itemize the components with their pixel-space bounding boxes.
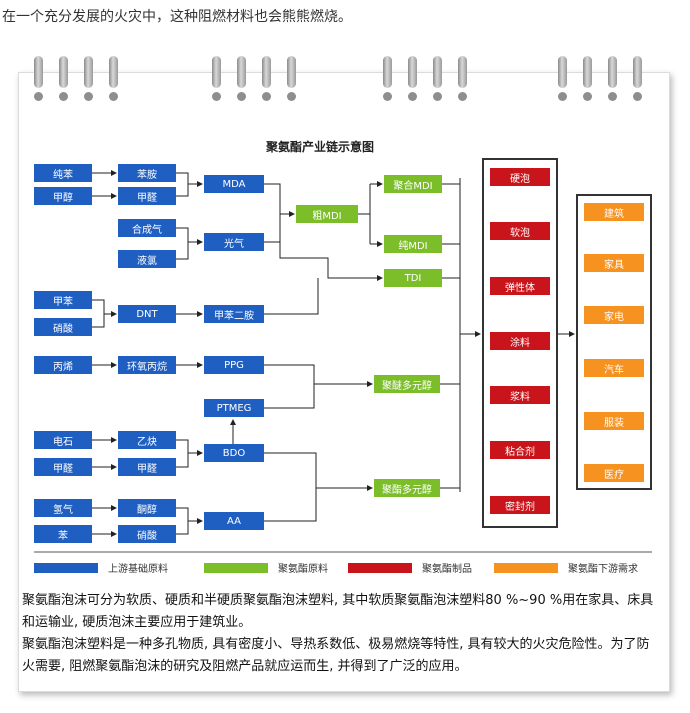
demand-column bbox=[576, 194, 652, 490]
raw-node: 硝酸 bbox=[118, 525, 176, 543]
diagram-title: 聚氨酯产业链示意图 bbox=[266, 140, 375, 154]
binding-ring-icon bbox=[109, 56, 118, 101]
material-node: 粗MDI bbox=[296, 205, 358, 223]
material-node: 聚酯多元醇 bbox=[374, 479, 440, 497]
paragraph: 聚氨酯泡沫塑料是一种多孔物质, 具有密度小、导热系数低、极易燃烧等特性, 具有较… bbox=[22, 637, 650, 674]
binding-ring-icon bbox=[237, 56, 246, 101]
demand-node: 建筑 bbox=[584, 203, 644, 221]
product-node: 粘合剂 bbox=[490, 441, 550, 459]
legend-label: 聚氨酯原料 bbox=[278, 564, 328, 575]
raw-node: 电石 bbox=[34, 431, 92, 449]
raw-node: DNT bbox=[118, 305, 176, 323]
binding-ring-icon bbox=[212, 56, 221, 101]
mid-node: BDO bbox=[204, 444, 264, 462]
legend-label: 上游基础原料 bbox=[108, 564, 168, 575]
raw-node: 甲醛 bbox=[118, 187, 176, 205]
mid-node: PTMEG bbox=[204, 399, 264, 417]
spiral-binding bbox=[0, 56, 690, 116]
material-node: 聚醚多元醇 bbox=[374, 375, 440, 393]
legend-swatch bbox=[204, 562, 268, 573]
binding-ring-icon bbox=[408, 56, 417, 101]
legend-label: 聚氨酯下游需求 bbox=[568, 564, 638, 575]
raw-node: 苯 bbox=[34, 525, 92, 543]
raw-node: 液氯 bbox=[118, 250, 176, 268]
legend-product: 聚氨酯制品 bbox=[348, 560, 472, 575]
paragraph: 聚氨酯泡沫可分为软质、硬质和半硬质聚氨酯泡沫塑料, 其中软质聚氨酯泡沫塑料80 … bbox=[22, 593, 654, 630]
binding-ring-icon bbox=[608, 56, 617, 101]
binding-ring-icon bbox=[558, 56, 567, 101]
raw-node: 氢气 bbox=[34, 499, 92, 517]
legend-material: 聚氨酯原料 bbox=[204, 560, 328, 575]
product-node: 密封剂 bbox=[490, 496, 550, 514]
mid-node: MDA bbox=[204, 175, 264, 193]
products-column bbox=[482, 158, 558, 528]
product-node: 弹性体 bbox=[490, 277, 550, 295]
body-text: 聚氨酯泡沫可分为软质、硬质和半硬质聚氨酯泡沫塑料, 其中软质聚氨酯泡沫塑料80 … bbox=[22, 590, 662, 678]
legend-swatch bbox=[34, 562, 98, 573]
product-node: 浆料 bbox=[490, 386, 550, 404]
demand-node: 家具 bbox=[584, 254, 644, 272]
raw-node: 纯苯 bbox=[34, 164, 92, 182]
product-node: 软泡 bbox=[490, 222, 550, 240]
raw-node: 甲醛 bbox=[34, 458, 92, 476]
material-node: 聚合MDI bbox=[384, 175, 442, 193]
raw-node: 甲醇 bbox=[34, 187, 92, 205]
material-node: 纯MDI bbox=[384, 235, 442, 253]
legend-swatch bbox=[348, 562, 412, 573]
product-node: 涂料 bbox=[490, 332, 550, 350]
raw-node: 硝酸 bbox=[34, 318, 92, 336]
binding-ring-icon bbox=[84, 56, 93, 101]
legend-demand: 聚氨酯下游需求 bbox=[494, 560, 638, 575]
binding-ring-icon bbox=[583, 56, 592, 101]
legend-swatch bbox=[494, 562, 558, 573]
demand-node: 医疗 bbox=[584, 464, 644, 482]
binding-ring-icon bbox=[59, 56, 68, 101]
mid-node: 光气 bbox=[204, 233, 264, 251]
binding-ring-icon bbox=[287, 56, 296, 101]
demand-node: 服装 bbox=[584, 412, 644, 430]
raw-node: 环氧丙烷 bbox=[118, 356, 176, 374]
demand-node: 家电 bbox=[584, 306, 644, 324]
raw-node: 甲苯 bbox=[34, 291, 92, 309]
legend-label: 聚氨酯制品 bbox=[422, 564, 472, 575]
raw-node: 丙烯 bbox=[34, 356, 92, 374]
raw-node: 乙炔 bbox=[118, 431, 176, 449]
connector-lines bbox=[34, 170, 652, 553]
binding-ring-icon bbox=[633, 56, 642, 101]
binding-ring-icon bbox=[34, 56, 43, 101]
raw-node: 甲醛 bbox=[118, 458, 176, 476]
binding-ring-icon bbox=[383, 56, 392, 101]
binding-ring-icon bbox=[262, 56, 271, 101]
demand-node: 汽车 bbox=[584, 359, 644, 377]
mid-node: AA bbox=[204, 512, 264, 530]
binding-ring-icon bbox=[433, 56, 442, 101]
legend-upstream: 上游基础原料 bbox=[34, 560, 168, 575]
material-node: TDI bbox=[384, 269, 442, 287]
raw-node: 酮醇 bbox=[118, 499, 176, 517]
raw-node: 合成气 bbox=[118, 219, 176, 237]
polyurethane-chain-diagram: 聚氨酯产业链示意图 纯苯 甲醇 苯胺 甲醛 合成气 液氯 MDA 光气 粗MDI… bbox=[18, 72, 668, 592]
top-caption: 在一个充分发展的火灾中，这种阻燃材料也会熊熊燃烧。 bbox=[2, 9, 352, 25]
product-node: 硬泡 bbox=[490, 168, 550, 186]
raw-node: 苯胺 bbox=[118, 164, 176, 182]
mid-node: PPG bbox=[204, 356, 264, 374]
binding-ring-icon bbox=[458, 56, 467, 101]
mid-node: 甲苯二胺 bbox=[204, 305, 264, 323]
